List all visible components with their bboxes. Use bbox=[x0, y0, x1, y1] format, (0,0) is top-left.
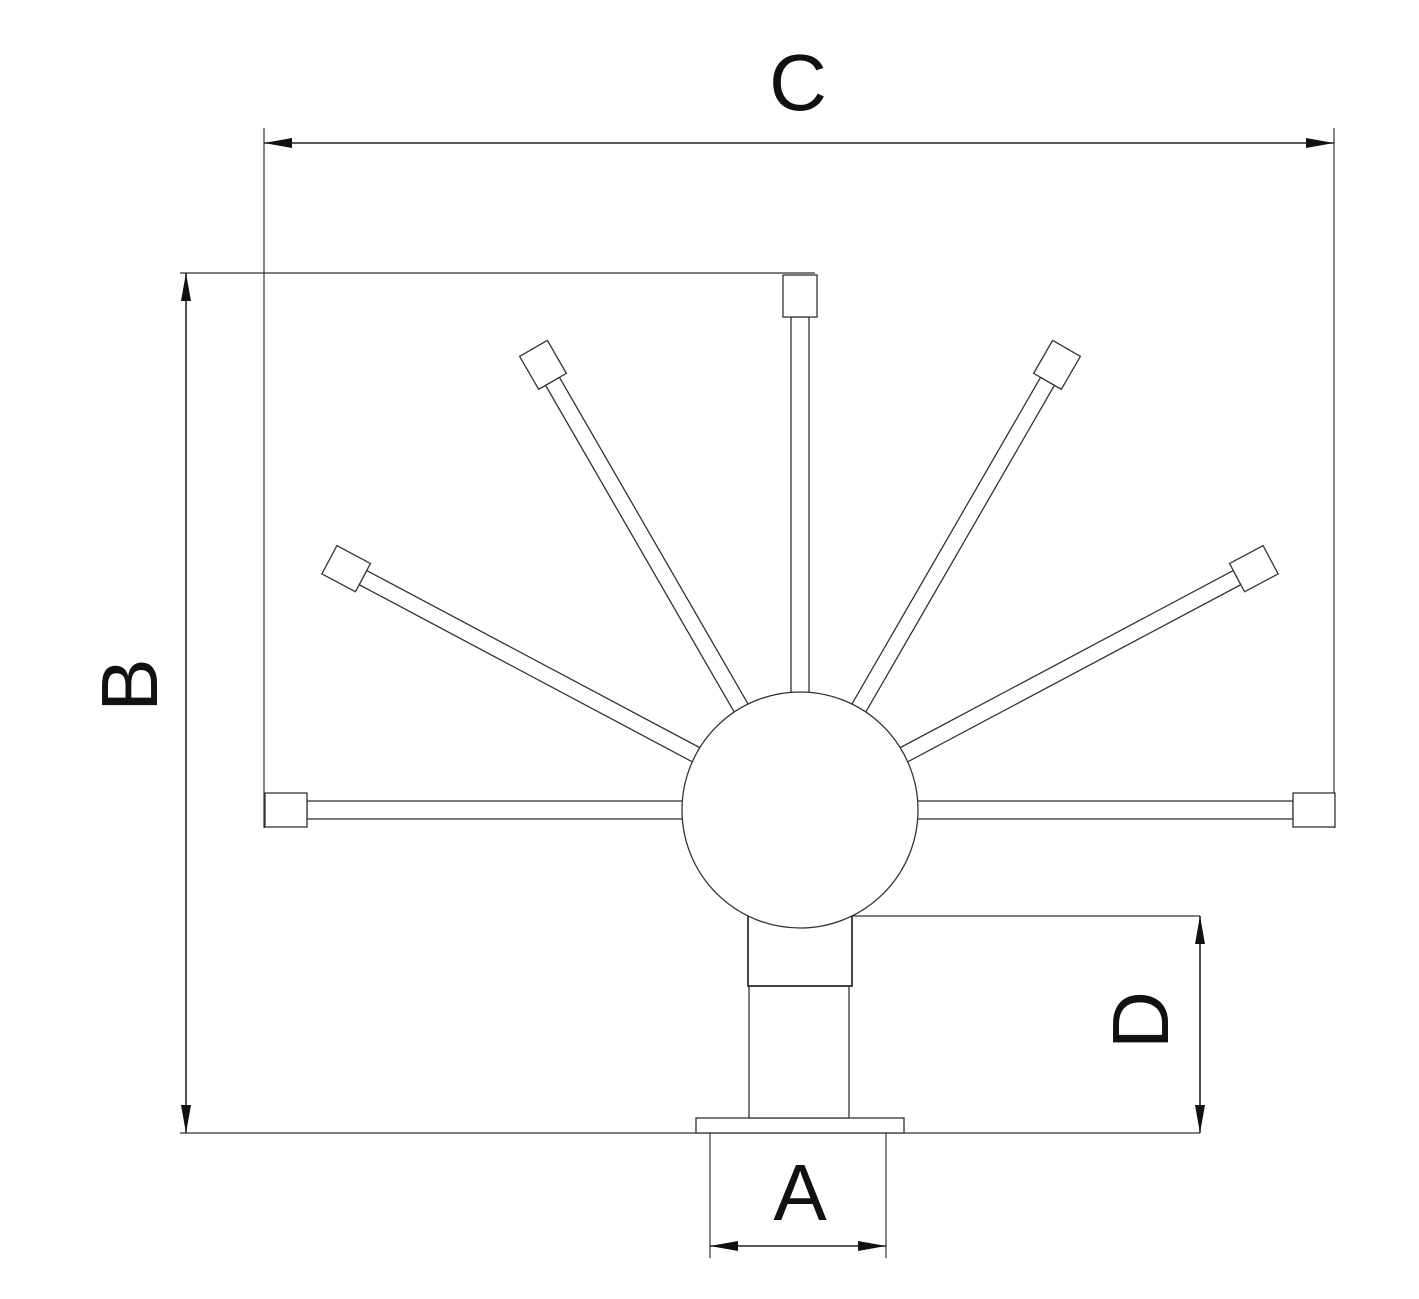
dimension-d-arrow-top bbox=[1195, 916, 1205, 944]
dimension-d-label: D bbox=[1096, 991, 1185, 1049]
dimension-d: D bbox=[852, 915, 1205, 1133]
dimension-a-label: A bbox=[773, 1148, 827, 1237]
dimension-b-arrow-bottom bbox=[181, 1105, 191, 1133]
dimension-c: C bbox=[263, 38, 1335, 828]
spray-arm bbox=[320, 544, 704, 764]
spray-arm-rod bbox=[849, 376, 1056, 716]
nozzle-cap bbox=[320, 544, 372, 593]
base-pipe bbox=[748, 985, 850, 1119]
spray-arm-rod bbox=[358, 569, 704, 764]
spray-arm bbox=[849, 339, 1082, 716]
spray-arm-rod bbox=[914, 800, 1294, 820]
dimension-b: B bbox=[85, 272, 1200, 1134]
spray-arm bbox=[782, 274, 818, 696]
dimension-d-arrow-bottom bbox=[1195, 1105, 1205, 1133]
nozzle-cap bbox=[264, 792, 308, 828]
spray-arm-rod bbox=[896, 569, 1242, 764]
spray-arms bbox=[264, 274, 1336, 828]
base-flange bbox=[695, 1117, 905, 1134]
dimension-a: A bbox=[709, 1133, 887, 1258]
spray-arm bbox=[518, 339, 751, 716]
dimension-c-label: C bbox=[769, 38, 827, 127]
dimension-b-arrow-top bbox=[181, 273, 191, 301]
nozzle-cap bbox=[1292, 792, 1336, 828]
dimension-c-arrow-right bbox=[1306, 138, 1334, 148]
dimension-c-arrow-left bbox=[264, 138, 292, 148]
spray-arm-rod bbox=[306, 800, 686, 820]
spray-arm bbox=[264, 792, 686, 828]
dimension-a-arrow-right bbox=[858, 1241, 886, 1251]
nozzle-cap bbox=[1032, 339, 1082, 391]
spray-arm-rod bbox=[790, 316, 810, 696]
nozzle-cap bbox=[1228, 544, 1280, 593]
dimension-a-arrow-left bbox=[710, 1241, 738, 1251]
central-sphere bbox=[681, 691, 919, 929]
nozzle-base bbox=[695, 915, 905, 1134]
spray-arm bbox=[914, 792, 1336, 828]
dimension-b-label: B bbox=[85, 658, 174, 711]
nozzle-cap bbox=[518, 339, 568, 391]
spray-arm bbox=[896, 544, 1280, 764]
nozzle-cap bbox=[782, 274, 818, 318]
spray-arm-rod bbox=[544, 376, 751, 716]
